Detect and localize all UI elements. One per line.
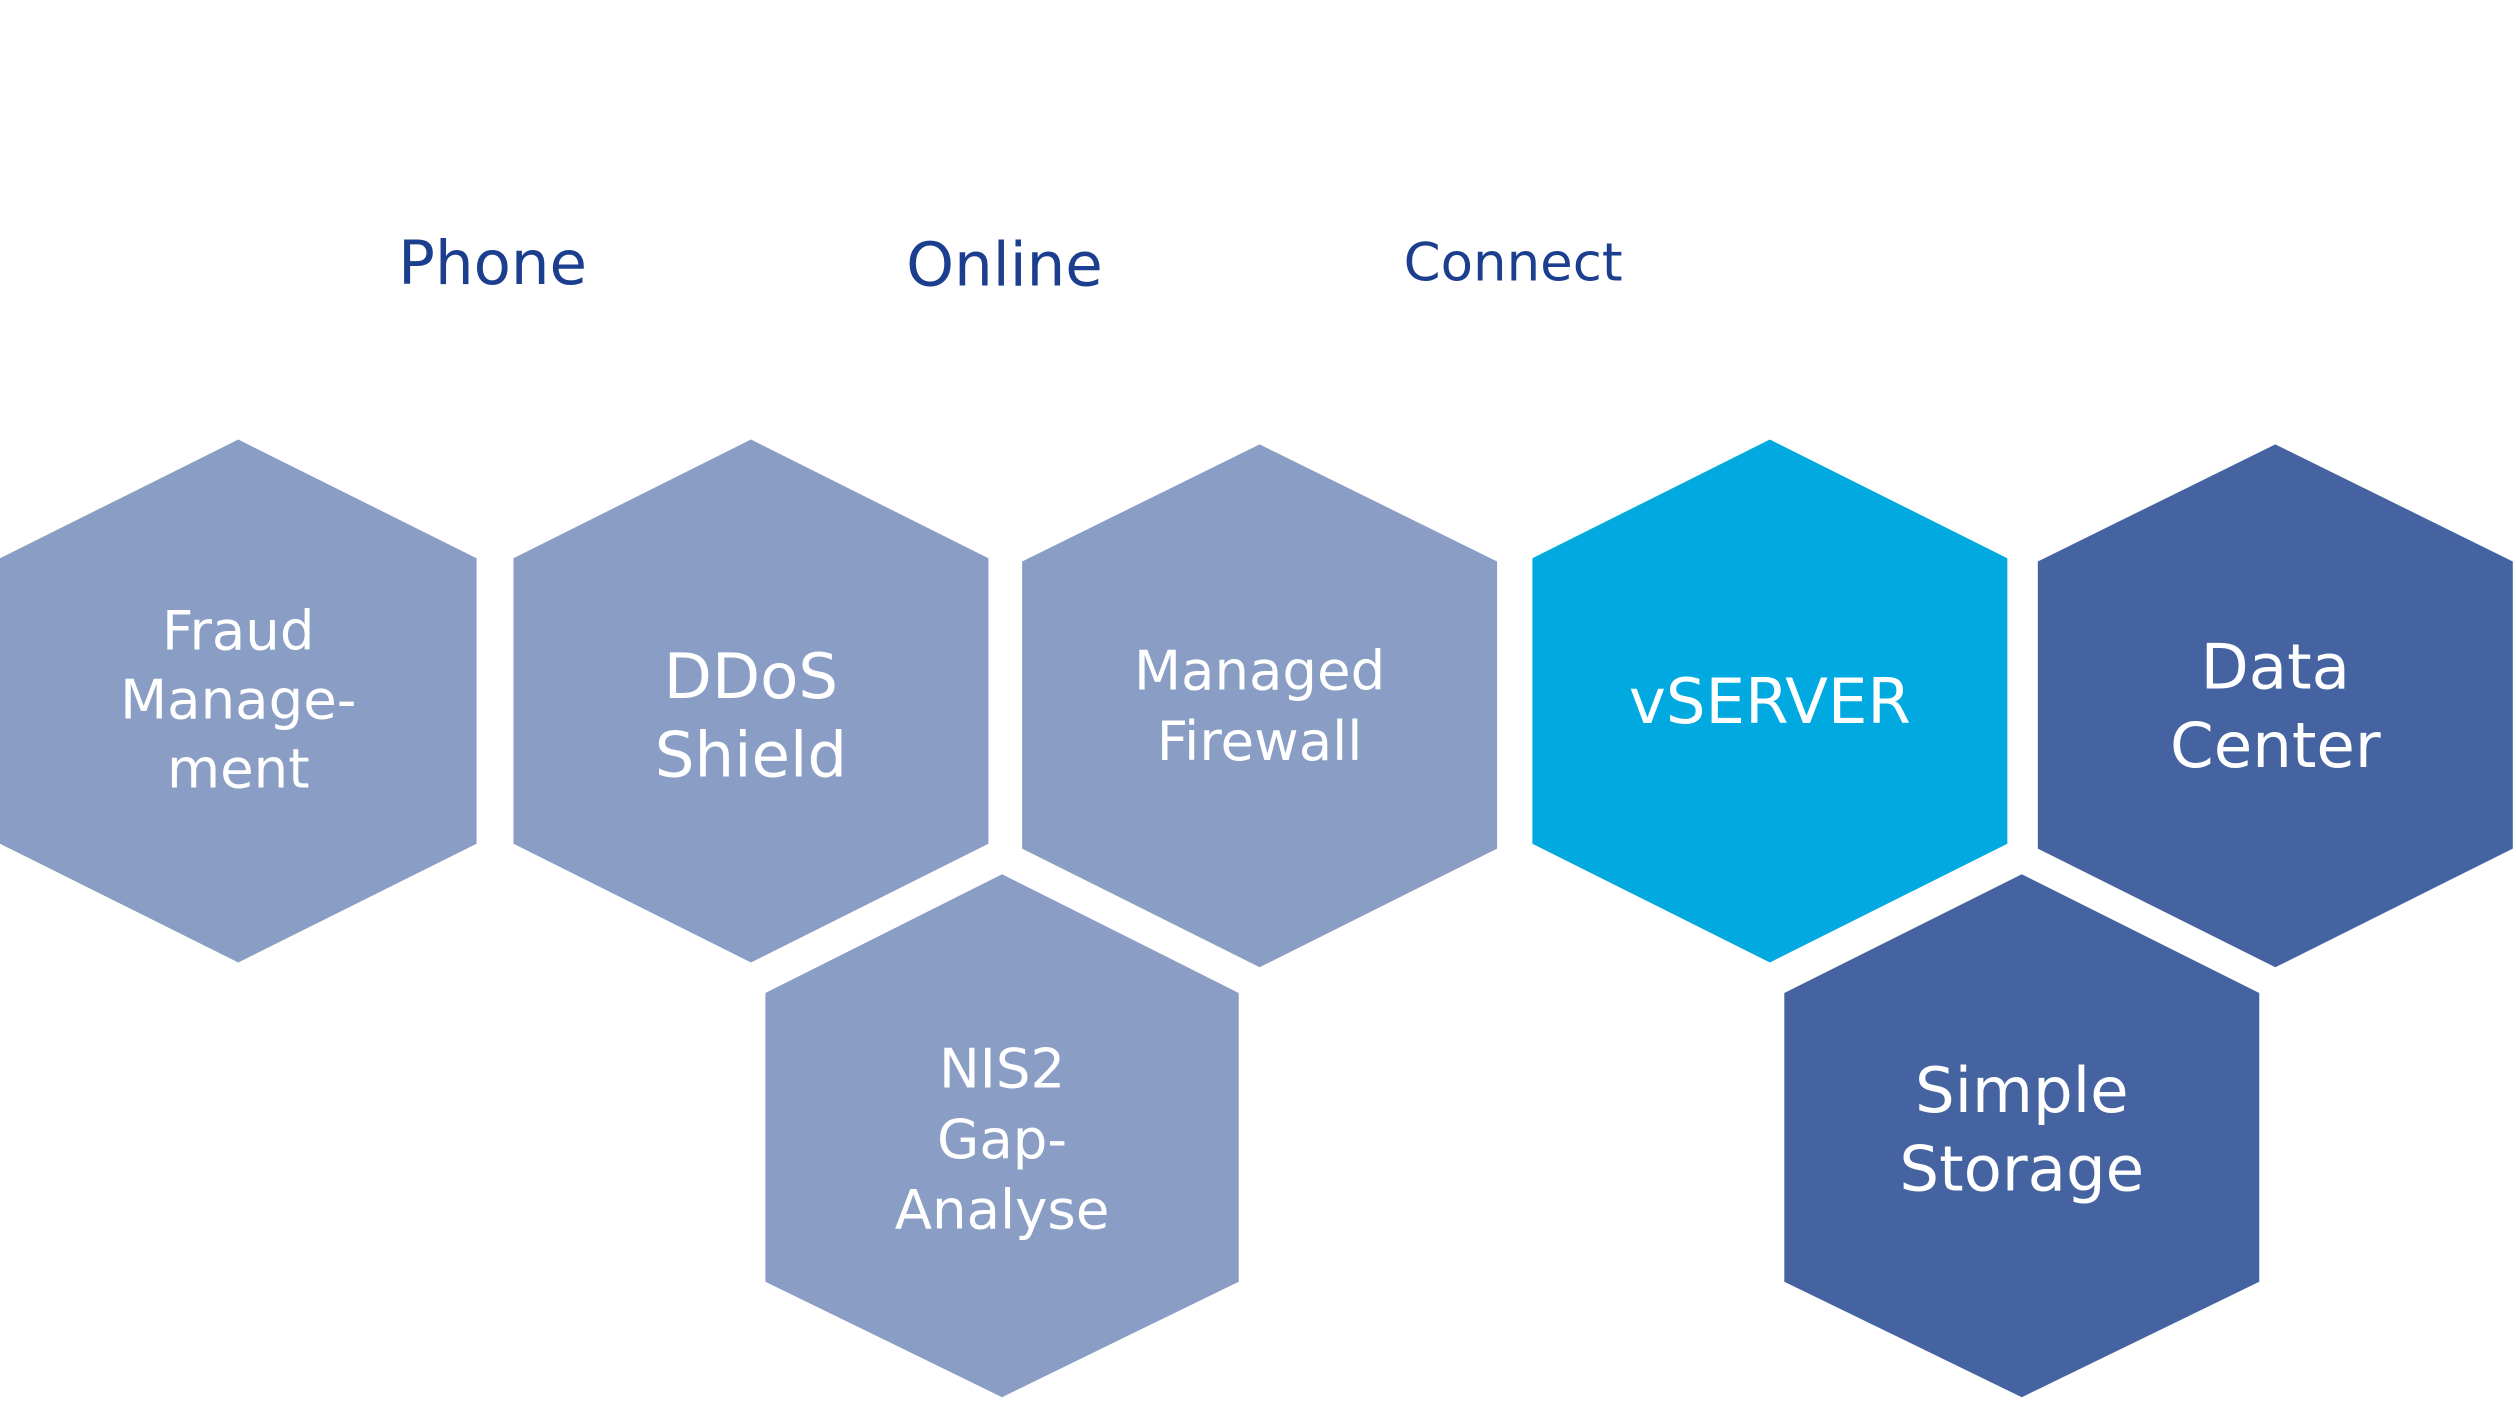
tile-label-line: Gap- (937, 1107, 1067, 1171)
hexagon-ddos-shield (513, 439, 989, 963)
heading-phone: Phone (398, 228, 587, 299)
hexagon-vserver (1532, 439, 2008, 963)
tile-vserver: vSERVER (1532, 439, 2008, 963)
hexagon-nis2-gap-analyse (765, 874, 1239, 1398)
tile-label-line: NIS2 (939, 1036, 1065, 1100)
tile-label-line: vSERVER (1629, 665, 1911, 738)
hexagon-fraud-management (0, 439, 477, 963)
tile-label-line: Storage (1899, 1133, 2144, 1206)
tile-label-line: ment (167, 736, 310, 800)
tile-label-line: Firewall (1157, 709, 1363, 773)
heading-connect: Connect (1404, 233, 1623, 294)
tile-label-line: Simple (1915, 1054, 2129, 1127)
tile-label-line: Fraud (162, 599, 314, 663)
tile-label-line: Data (2201, 630, 2350, 703)
tile-label-line: Manage- (120, 667, 356, 731)
tile-label-line: Center (2170, 709, 2381, 782)
category-headings: Phone Online Connect (398, 228, 1622, 301)
heading-online: Online (906, 230, 1103, 301)
tile-label-line: Analyse (895, 1178, 1110, 1242)
tile-label-line: DDoS (664, 640, 838, 713)
tile-label-line: Shield (655, 719, 847, 792)
hexagon-data-center (2037, 444, 2513, 968)
hexagon-simple-storage (1784, 874, 2260, 1398)
service-tiles: FraudManage-mentDDoSShieldManagedFirewal… (0, 439, 2513, 1398)
hexagon-managed-firewall (1022, 444, 1498, 968)
tile-label-line: Managed (1134, 639, 1385, 703)
